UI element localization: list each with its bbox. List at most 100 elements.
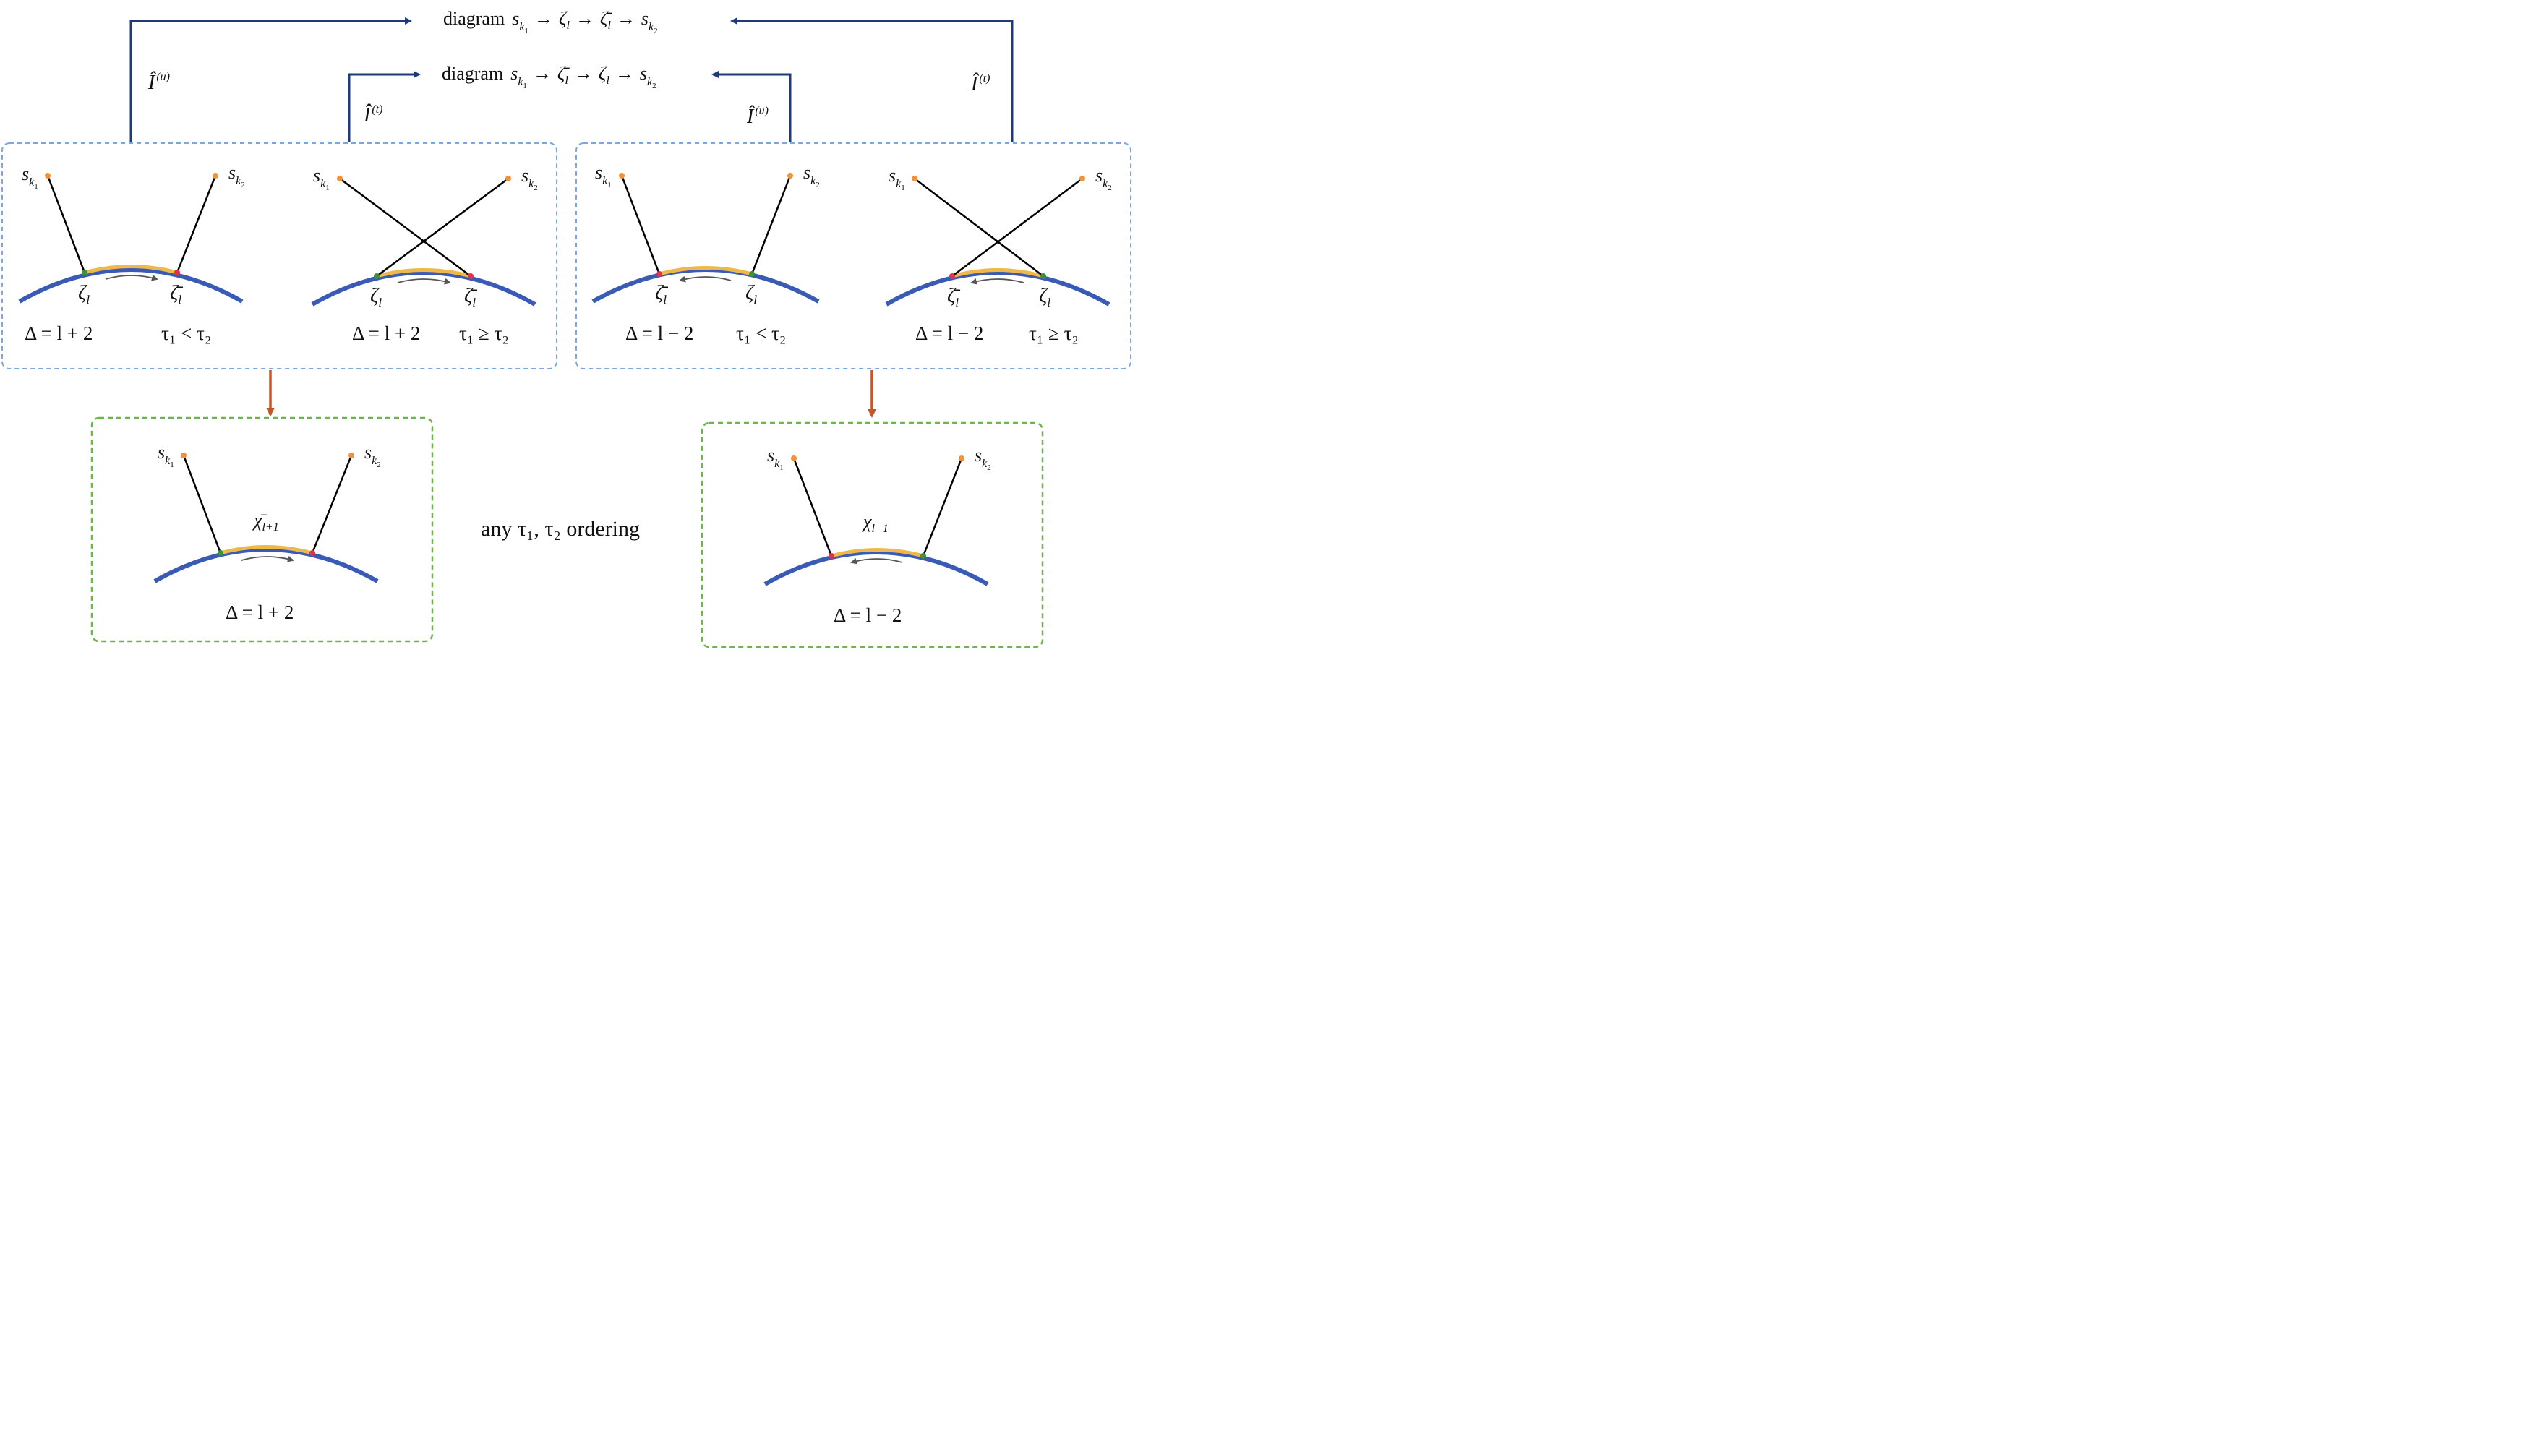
direction-arrow [105,274,158,281]
vertex-point [309,550,315,556]
panel-1: sk1 sk2 ζl ζ̄l Δ = l + 2 τ₁ < τ₂ [18,162,245,344]
vertex-point [829,553,834,559]
delta-label: Δ = l − 2 [834,604,902,626]
source-point [505,176,511,181]
source-label: sk2 [1095,165,1112,192]
arc-segment [831,548,924,558]
node-label: ζl [370,285,382,309]
delta-label: Δ = l + 2 [352,322,420,344]
delta-label: Δ = l + 2 [226,601,294,623]
node-label: ζl [745,282,757,307]
vertex-point [656,271,662,277]
source-point [791,455,797,461]
tau-label: τ₁ < τ₂ [736,322,786,344]
source-label: sk1 [595,162,612,189]
source-label: sk1 [767,445,784,472]
result-panel-minus: sk1 sk2 χl−1 Δ = l − 2 [763,445,991,626]
vertex-point [920,553,926,559]
boundary-arc [763,550,989,586]
vertex-point [1040,273,1046,279]
vertex-point [949,273,955,279]
node-label: ζl [78,282,90,307]
panel-3: sk1 sk2 ζ̄l ζl Δ = l − 2 τ₁ < τ₂ [591,162,820,344]
boundary-arc [885,270,1110,307]
vertex-point [374,273,380,279]
arrow-right-inner [711,71,792,142]
node-label: ζ̄l [947,285,960,309]
arc-segment [84,265,178,275]
delta-label: Δ = l − 2 [625,322,693,344]
tau-label: τ₁ < τ₂ [161,322,211,344]
tau-label: τ₁ ≥ τ₂ [459,322,509,344]
panel-2: sk1 sk2 ζl ζ̄l Δ = l + 2 τ₁ ≥ τ₂ [311,165,538,344]
source-point [787,173,793,179]
box-result-minus [701,421,1044,648]
direction-arrow [397,278,451,285]
source-point [912,176,917,181]
source-label: sk1 [313,165,330,192]
propagator-line [46,175,86,273]
box-delta-minus [575,142,1131,369]
vertex-point [218,550,223,556]
source-point [348,453,354,458]
direction-arrow [850,557,903,565]
propagator-line [922,458,963,557]
source-point [337,176,343,181]
source-label: sk2 [521,165,538,192]
source-point [959,455,964,461]
propagator-line [182,455,222,554]
boundary-arc [153,547,379,583]
vertex-point [82,270,87,275]
arrow-left-outer [129,17,412,142]
source-label: sk2 [803,162,820,189]
node-label: ζ̄l [655,282,668,307]
panel-4: sk1 sk2 ζ̄l ζl Δ = l − 2 τ₁ ≥ τ₂ [885,165,1112,344]
box-result-plus [90,416,434,643]
arc-segment [659,266,753,276]
source-point [1079,176,1085,181]
propagator-line [620,175,661,275]
propagator-line [339,177,471,278]
arc-segment [951,268,1044,278]
source-point [45,173,51,179]
tau-label: τ₁ ≥ τ₂ [1029,322,1079,344]
arrow-right-outer [730,17,1014,142]
boundary-arc [18,267,244,304]
source-point [213,173,218,179]
direction-arrow [241,555,294,562]
direction-arrow [970,278,1024,285]
arrow-left-inner [348,71,421,142]
result-panel-plus: sk1 sk2 χ̄l+1 Δ = l + 2 [153,442,381,623]
delta-label: Δ = l + 2 [25,322,93,344]
box-delta-plus [1,142,557,369]
propagator-line [750,175,792,275]
source-point [181,453,187,458]
ordering-note: any τ₁, τ₂ ordering [481,517,640,541]
vertex-point [468,273,474,279]
delta-label: Δ = l − 2 [915,322,983,344]
vertex-point [749,271,755,277]
boundary-arc [591,267,820,304]
arc-segment [376,268,471,278]
propagator-line [376,177,509,278]
chi-label: χl−1 [861,511,889,535]
propagator-line [914,178,1044,277]
chi-label: χ̄l+1 [252,510,279,534]
operator-left-inner: Î(t) [363,103,382,127]
propagator-line [176,175,217,273]
operator-left-outer: Î(u) [147,71,170,94]
direction-arrow [679,275,732,283]
propagator-line [311,455,353,554]
source-label: sk2 [975,445,991,472]
node-label: ζ̄l [170,282,183,307]
source-label: sk1 [158,442,174,469]
source-label: sk2 [228,162,245,189]
operator-right-outer: Î(t) [970,72,990,95]
vertex-point [174,270,180,275]
boundary-arc [311,270,536,307]
operator-right-inner: Î(u) [746,105,769,128]
source-label: sk2 [364,442,381,469]
